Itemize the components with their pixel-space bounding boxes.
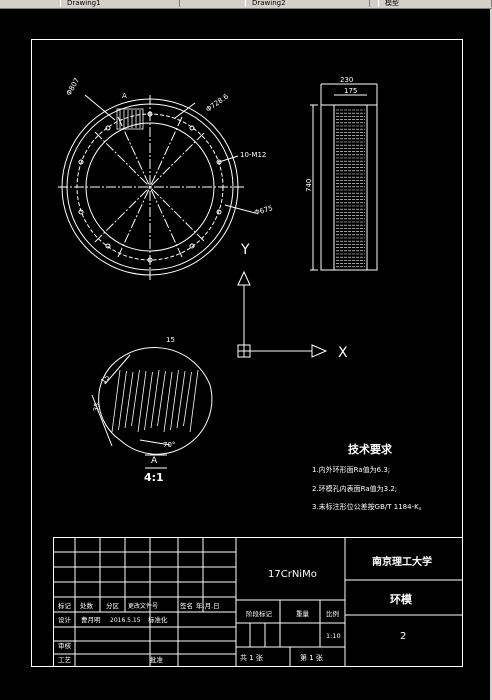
tb-design-label: 设计: [58, 615, 72, 624]
detail-hatch-line: [118, 370, 127, 431]
tech-requirements-title: 技术要求: [348, 442, 393, 456]
tb-h-count: 处数: [80, 601, 94, 610]
detail-hatch-line: [183, 371, 192, 427]
dim-side-width-outer: 230: [340, 76, 353, 84]
dim-side-width-inner: 175: [344, 87, 357, 95]
tb-part-name: 环模: [390, 592, 413, 606]
detail-hatch-line: [150, 369, 160, 429]
detail-hatch-line: [137, 370, 147, 433]
axis-y-label: Y: [240, 242, 250, 258]
tb-school: 南京理工大学: [372, 555, 432, 568]
dim-outer-diameter: Φ807: [65, 77, 81, 97]
dim-pitch-diameter: Φ728.6: [205, 92, 231, 114]
label-section-a-top: A: [122, 92, 127, 100]
dim-inner-diameter: Φ675: [253, 204, 273, 217]
ring-side-view: [310, 83, 378, 271]
detail-hatch-line: [176, 370, 186, 429]
tb-std-label: 标准化: [148, 615, 168, 624]
cad-canvas[interactable]: A Φ807 Φ728.6 10-M12 Φ675 230 175 740 15…: [0, 9, 490, 700]
detail-hatch-line: [131, 369, 140, 427]
tb-scale: 1:10: [326, 632, 341, 640]
axis-x-label: X: [338, 345, 348, 361]
detail-dim-4: 70°: [163, 441, 175, 449]
tb-weight-label: 重量: [296, 610, 310, 618]
scrollbar-right[interactable]: [490, 9, 492, 700]
detail-view-a: [91, 347, 213, 469]
tb-review-label: 审核: [58, 641, 72, 650]
tb-designer: 曹月明: [81, 615, 101, 624]
detail-hatch-line: [189, 369, 199, 433]
detail-hatch-line: [144, 371, 153, 431]
tech-req-2: 2.环模孔内表面Ra值为3.2;: [312, 484, 397, 493]
detail-hatch-line: [111, 369, 121, 433]
label-section-a: A: [151, 456, 158, 466]
tb-approve-label: 批准: [150, 655, 164, 664]
tb-sheet-no: 第 1 张: [300, 653, 323, 662]
tech-req-1: 1.内外环形面Ra值为6.3;: [312, 465, 390, 474]
detail-hatch-line: [124, 371, 134, 429]
detail-scale: 4:1: [144, 471, 164, 484]
tech-req-3: 3.未标注形位公差按GB/T 1184-K。: [312, 502, 426, 511]
tb-stage-label: 阶段标记: [246, 609, 273, 618]
tb-sheets-total: 共 1 张: [240, 653, 263, 662]
tb-drawing-no: 2: [400, 631, 406, 642]
tb-scale-label: 比例: [326, 609, 339, 618]
detail-hatch-line: [170, 369, 179, 431]
detail-hatch-line: [163, 371, 173, 433]
detail-hatch-line: [157, 370, 166, 427]
tb-h-zone: 分区: [106, 601, 120, 610]
tb-process-label: 工艺: [58, 656, 72, 664]
tb-h-mark: 标记: [58, 601, 72, 610]
dim-side-height: 740: [305, 179, 313, 192]
detail-dim-3: 15: [99, 373, 111, 385]
tab-bar: Drawing1 Drawing2 模型: [0, 0, 492, 9]
tb-h-sign: 签名: [180, 601, 193, 610]
tb-material: 17CrNiMo: [268, 569, 317, 580]
detail-dim-1: 15: [166, 336, 175, 344]
tab-model[interactable]: 模型: [378, 0, 492, 7]
tab-drawing1[interactable]: Drawing1: [60, 0, 180, 7]
tab-drawing2[interactable]: Drawing2: [245, 0, 370, 7]
ucs-axis-icon: [237, 270, 328, 358]
title-block: [53, 537, 463, 667]
ring-front-view: [58, 94, 256, 280]
dim-holes: 10-M12: [240, 151, 266, 159]
tb-h-date: 年.月.日: [196, 601, 220, 610]
detail-dim-2: 35: [92, 402, 101, 412]
tb-design-date: 2016.5.15: [110, 617, 141, 624]
tb-h-file: 更改文件号: [128, 602, 158, 610]
